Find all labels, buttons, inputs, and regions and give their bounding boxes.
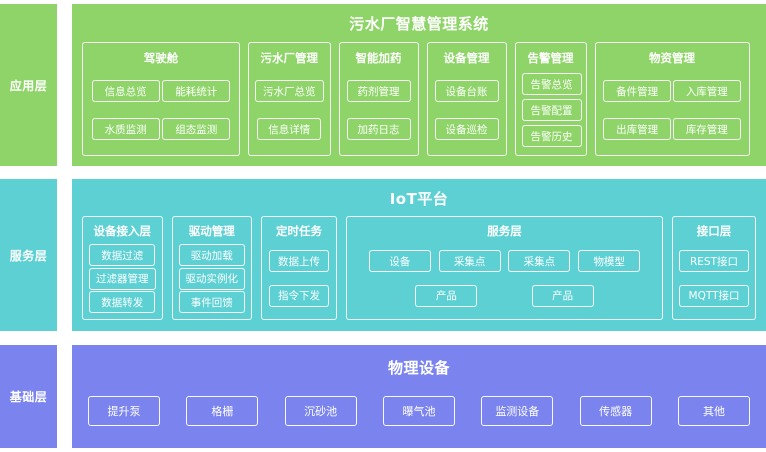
group-driver-management[interactable]: 驱动管理 驱动加载 驱动实例化 事件回馈 [171, 216, 252, 320]
layer-label-infrastructure: 基础层 [0, 345, 57, 448]
chip-reagent-management[interactable]: 药剂管理 [346, 80, 411, 102]
chip-info-overview[interactable]: 信息总览 [91, 80, 160, 102]
chip-driver-loading[interactable]: 驱动加载 [178, 244, 245, 266]
chip-product-1[interactable]: 产品 [415, 284, 478, 307]
chip-data-filter[interactable]: 数据过滤 [89, 244, 156, 266]
application-group-list: 驾驶舱 信息总览 能耗统计 水质监测 组态监测 污水厂管理 污水厂总览 信息详情 [72, 42, 766, 166]
group-interface-layer[interactable]: 接口层 REST接口 MQTT接口 [672, 216, 756, 320]
chip-alarm-overview[interactable]: 告警总览 [521, 73, 582, 95]
group-items-device-management: 设备台账 设备巡检 [434, 72, 500, 148]
chip-dosing-log[interactable]: 加药日志 [346, 118, 411, 140]
group-cockpit[interactable]: 驾驶舱 信息总览 能耗统计 水质监测 组态监测 [82, 42, 240, 156]
layer-title-application: 污水厂智慧管理系统 [349, 15, 489, 33]
chip-driver-instantiation[interactable]: 驱动实例化 [178, 267, 245, 290]
chip-device[interactable]: 设备 [368, 250, 431, 273]
group-title-device-management: 设备管理 [443, 51, 490, 65]
group-items-interface-layer: REST接口 MQTT接口 [679, 244, 749, 313]
group-items-material-management: 备件管理 入库管理 出库管理 库存管理 [602, 72, 743, 148]
layer-infrastructure: 基础层 物理设备 提升泵 格栅 沉砂池 曝气池 监测设备 传感器 其他 [0, 345, 766, 448]
chip-filter-management[interactable]: 过滤器管理 [89, 267, 156, 290]
layer-title-physical-device: 物理设备 [387, 359, 450, 377]
chip-data-forwarding[interactable]: 数据转发 [89, 291, 156, 313]
chip-inbound-management[interactable]: 入库管理 [672, 80, 741, 102]
chip-thing-model[interactable]: 物模型 [578, 250, 641, 273]
group-items-smart-dosing: 药剂管理 加药日志 [346, 72, 412, 148]
layer-body-service: IoT平台 设备接入层 数据过滤 过滤器管理 数据转发 驱动管理 驱动加载 驱动… [72, 179, 766, 331]
chip-alarm-history[interactable]: 告警历史 [521, 125, 582, 147]
chip-spare-parts-management[interactable]: 备件管理 [603, 80, 672, 102]
group-items-alarm-management: 告警总览 告警配置 告警历史 [521, 72, 582, 148]
chip-inventory-management[interactable]: 库存管理 [672, 118, 741, 140]
group-items-driver-management: 驱动加载 驱动实例化 事件回馈 [178, 244, 245, 313]
chip-outbound-management[interactable]: 出库管理 [603, 118, 672, 140]
group-items-device-access-layer: 数据过滤 过滤器管理 数据转发 [89, 244, 156, 313]
group-title-scheduled-task: 定时任务 [276, 224, 322, 238]
group-alarm-management[interactable]: 告警管理 告警总览 告警配置 告警历史 [514, 42, 587, 156]
group-title-interface-layer: 接口层 [696, 224, 732, 238]
chip-device-ledger[interactable]: 设备台账 [434, 80, 499, 102]
chip-alarm-config[interactable]: 告警配置 [521, 99, 582, 121]
chip-rest-interface[interactable]: REST接口 [679, 250, 749, 273]
chip-monitoring-device[interactable]: 监测设备 [481, 396, 554, 426]
chip-grit-chamber[interactable]: 沉砂池 [284, 396, 357, 426]
chip-device-inspection[interactable]: 设备巡检 [434, 118, 499, 140]
chip-product-2[interactable]: 产品 [531, 284, 594, 307]
chip-data-upload[interactable]: 数据上传 [269, 250, 329, 273]
chip-aeration-tank[interactable]: 曝气池 [382, 396, 455, 426]
layer-title-iot-platform: IoT平台 [389, 190, 449, 208]
chip-grille[interactable]: 格栅 [186, 396, 259, 426]
service-group-list: 设备接入层 数据过滤 过滤器管理 数据转发 驱动管理 驱动加载 驱动实例化 事件… [72, 216, 766, 331]
group-device-access-layer[interactable]: 设备接入层 数据过滤 过滤器管理 数据转发 [82, 216, 163, 320]
group-title-alarm-management: 告警管理 [527, 51, 574, 65]
group-items-service-layer: 设备 采集点 采集点 物模型 产品 产品 [353, 244, 656, 313]
layer-body-application: 污水厂智慧管理系统 驾驶舱 信息总览 能耗统计 水质监测 组态监测 污水厂管理 … [72, 4, 766, 166]
group-title-device-access-layer: 设备接入层 [93, 224, 152, 238]
group-title-cockpit: 驾驶舱 [143, 51, 179, 65]
group-smart-dosing[interactable]: 智能加药 药剂管理 加药日志 [338, 42, 419, 156]
group-title-smart-dosing: 智能加药 [355, 51, 402, 65]
layer-service: 服务层 IoT平台 设备接入层 数据过滤 过滤器管理 数据转发 驱动管理 驱动加… [0, 179, 766, 331]
group-title-service-layer: 服务层 [487, 224, 522, 238]
group-scheduled-task[interactable]: 定时任务 数据上传 指令下发 [261, 216, 337, 320]
group-items-scheduled-task: 数据上传 指令下发 [268, 244, 330, 313]
group-device-management[interactable]: 设备管理 设备台账 设备巡检 [426, 42, 507, 156]
chip-info-detail[interactable]: 信息详情 [257, 118, 322, 140]
chip-lift-pump[interactable]: 提升泵 [88, 396, 160, 426]
layer-body-infrastructure: 物理设备 提升泵 格栅 沉砂池 曝气池 监测设备 传感器 其他 [72, 345, 766, 448]
chip-mqtt-interface[interactable]: MQTT接口 [679, 284, 749, 307]
group-title-material-management: 物资管理 [649, 51, 695, 65]
chip-other[interactable]: 其他 [677, 396, 750, 426]
layer-application: 应用层 污水厂智慧管理系统 驾驶舱 信息总览 能耗统计 水质监测 组态监测 污水… [0, 4, 766, 166]
chip-event-feedback[interactable]: 事件回馈 [178, 291, 245, 313]
chip-plant-overview[interactable]: 污水厂总览 [255, 80, 324, 102]
layer-label-service: 服务层 [0, 179, 57, 331]
group-material-management[interactable]: 物资管理 备件管理 入库管理 出库管理 库存管理 [594, 42, 750, 156]
group-service-layer[interactable]: 服务层 设备 采集点 采集点 物模型 产品 产品 [346, 216, 663, 320]
group-title-driver-management: 驱动管理 [188, 224, 235, 238]
layer-label-application: 应用层 [0, 4, 57, 166]
group-items-cockpit: 信息总览 能耗统计 水质监测 组态监测 [89, 72, 233, 148]
chip-sensor[interactable]: 传感器 [579, 396, 652, 426]
group-items-plant-management: 污水厂总览 信息详情 [255, 72, 324, 148]
chip-scada-monitor[interactable]: 组态监测 [162, 118, 231, 140]
chip-water-quality-monitor[interactable]: 水质监测 [91, 118, 160, 140]
chip-command-dispatch[interactable]: 指令下发 [269, 284, 329, 307]
chip-energy-stats[interactable]: 能耗统计 [162, 80, 231, 102]
chip-collection-point-2[interactable]: 采集点 [508, 250, 571, 273]
group-title-plant-management: 污水厂管理 [260, 51, 319, 65]
infrastructure-item-list: 提升泵 格栅 沉砂池 曝气池 监测设备 传感器 其他 [72, 388, 766, 448]
group-plant-management[interactable]: 污水厂管理 污水厂总览 信息详情 [248, 42, 331, 156]
chip-collection-point-1[interactable]: 采集点 [438, 250, 501, 273]
